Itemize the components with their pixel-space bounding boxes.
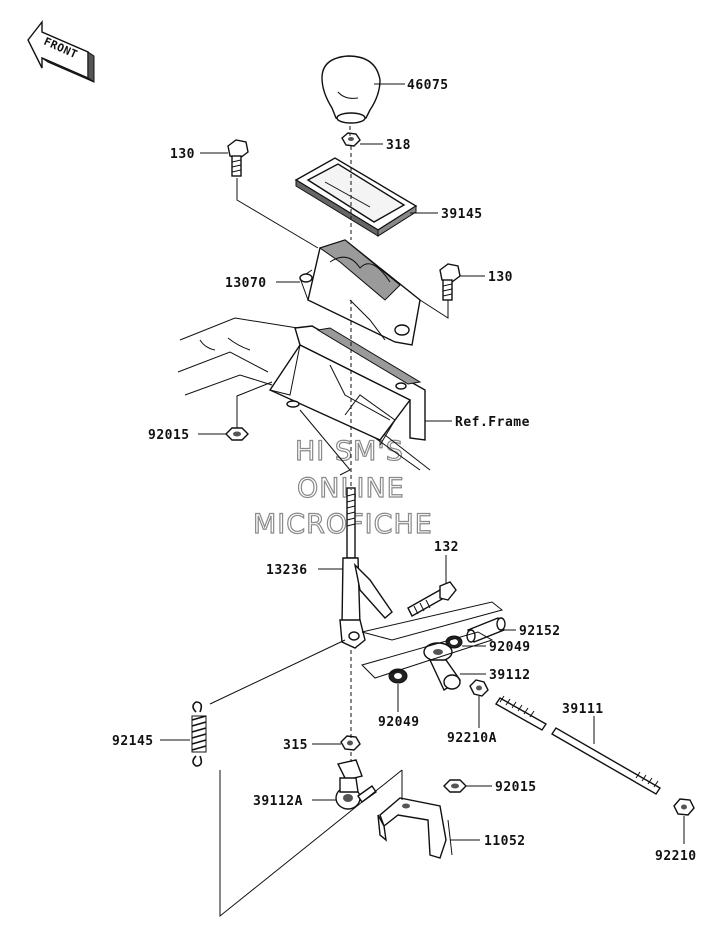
washer-92049-left [388,668,408,684]
label-92210: 92210 [655,849,697,864]
mount-bracket [268,325,426,446]
bolt-130-right [439,263,461,301]
bolt-132 [407,581,457,617]
label-92049-right: 92049 [489,640,531,655]
label-39111: 39111 [562,702,604,717]
nut-92015-bottom [443,779,467,793]
nut-318 [341,132,361,147]
bolt-130-left [227,139,249,177]
pin-92152 [466,617,506,643]
label-13070: 13070 [225,276,267,291]
label-ref-frame: Ref.Frame [455,415,530,430]
label-315: 315 [283,738,308,753]
joint-end-39112A [335,759,377,810]
label-92152: 92152 [519,624,561,639]
label-130-right: 130 [488,270,513,285]
shift-knob [321,55,381,124]
joint-end-39112 [423,642,461,692]
label-13236: 13236 [266,563,308,578]
nut-315 [340,735,361,751]
label-130-left: 130 [170,147,195,162]
rod-39111 [494,695,661,795]
label-11052: 11052 [484,834,526,849]
front-arrow-icon: FRONT [27,19,95,83]
label-132: 132 [434,540,459,555]
label-92015-bottom: 92015 [495,780,537,795]
watermark-line-1: HI SM'S [295,436,404,467]
label-92049-left: 92049 [378,715,420,730]
nut-92210A [469,679,489,697]
spring-92145 [191,701,207,767]
label-92145: 92145 [112,734,154,749]
shift-lever [339,487,393,649]
label-39112: 39112 [489,668,531,683]
shift-holder [299,239,421,346]
label-318: 318 [386,138,411,153]
label-92210A: 92210A [447,731,497,746]
label-92015-top: 92015 [148,428,190,443]
label-46075: 46075 [407,78,449,93]
shift-plate [294,157,418,237]
leader-lines [160,83,685,844]
nut-92210 [673,798,695,816]
assembly-guide-lines [209,126,504,918]
callout-labels: 46075 318 130 39145 130 13070 Ref.Frame … [112,78,697,864]
watermark-line-3: MICROFICHE [253,509,433,540]
bracket-11052 [377,797,453,859]
washer-92049-right [445,635,463,649]
nut-92015-top [225,427,249,441]
label-39145: 39145 [441,207,483,222]
label-39112A: 39112A [253,794,303,809]
